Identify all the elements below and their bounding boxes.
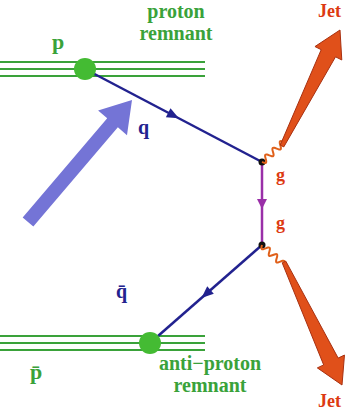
hadron-label: p̄ <box>30 360 42 384</box>
proton-beam-line <box>0 61 205 63</box>
gluon-label: g <box>276 166 285 186</box>
hadron-dot <box>74 58 96 80</box>
gluon-label: g <box>276 214 285 234</box>
proton-beam-line <box>0 68 205 70</box>
hadron-label: p <box>52 30 64 54</box>
quark-arrowhead <box>201 286 213 298</box>
antiproton-beam-line <box>0 349 205 351</box>
quark-label: q <box>138 116 149 138</box>
remnant-label: proton remnant <box>130 0 222 44</box>
antiproton-beam-line <box>0 342 205 344</box>
jet-label: Jet <box>318 2 341 22</box>
quark-label: q̄ <box>116 280 127 302</box>
remnant-label: anti−proton remnant <box>140 352 280 396</box>
antiquark-line <box>150 245 262 343</box>
pointer-arrow <box>23 100 132 227</box>
gluon-curly-line <box>261 245 284 265</box>
proton-beam-line <box>0 75 205 77</box>
propagator-arrowhead <box>257 199 267 209</box>
antiproton-beam-line <box>0 335 205 337</box>
jet-label: Jet <box>318 392 341 412</box>
jet-arrow <box>282 261 344 385</box>
hadron-dot <box>139 332 161 354</box>
jet-arrow <box>280 30 342 147</box>
quark-arrowhead <box>166 108 179 118</box>
